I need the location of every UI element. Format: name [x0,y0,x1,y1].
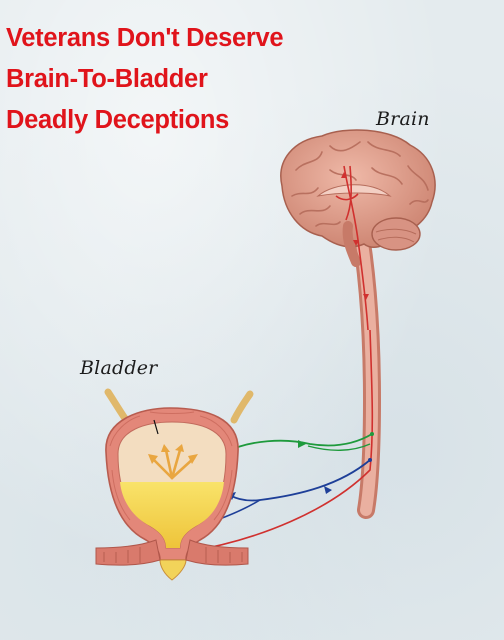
headline-line-1: Veterans Don't Deserve [6,24,284,52]
bladder-illustration [95,388,254,581]
headline-line-3: Deadly Deceptions [6,106,230,134]
headline-line-2: Brain-To-Bladder [6,65,208,93]
headline: Veterans Don't Deserve Brain-To-Bladder … [6,18,284,141]
brain-label: Brain [376,108,430,130]
bladder-label: Bladder [80,357,158,379]
brain-illustration [280,129,436,331]
